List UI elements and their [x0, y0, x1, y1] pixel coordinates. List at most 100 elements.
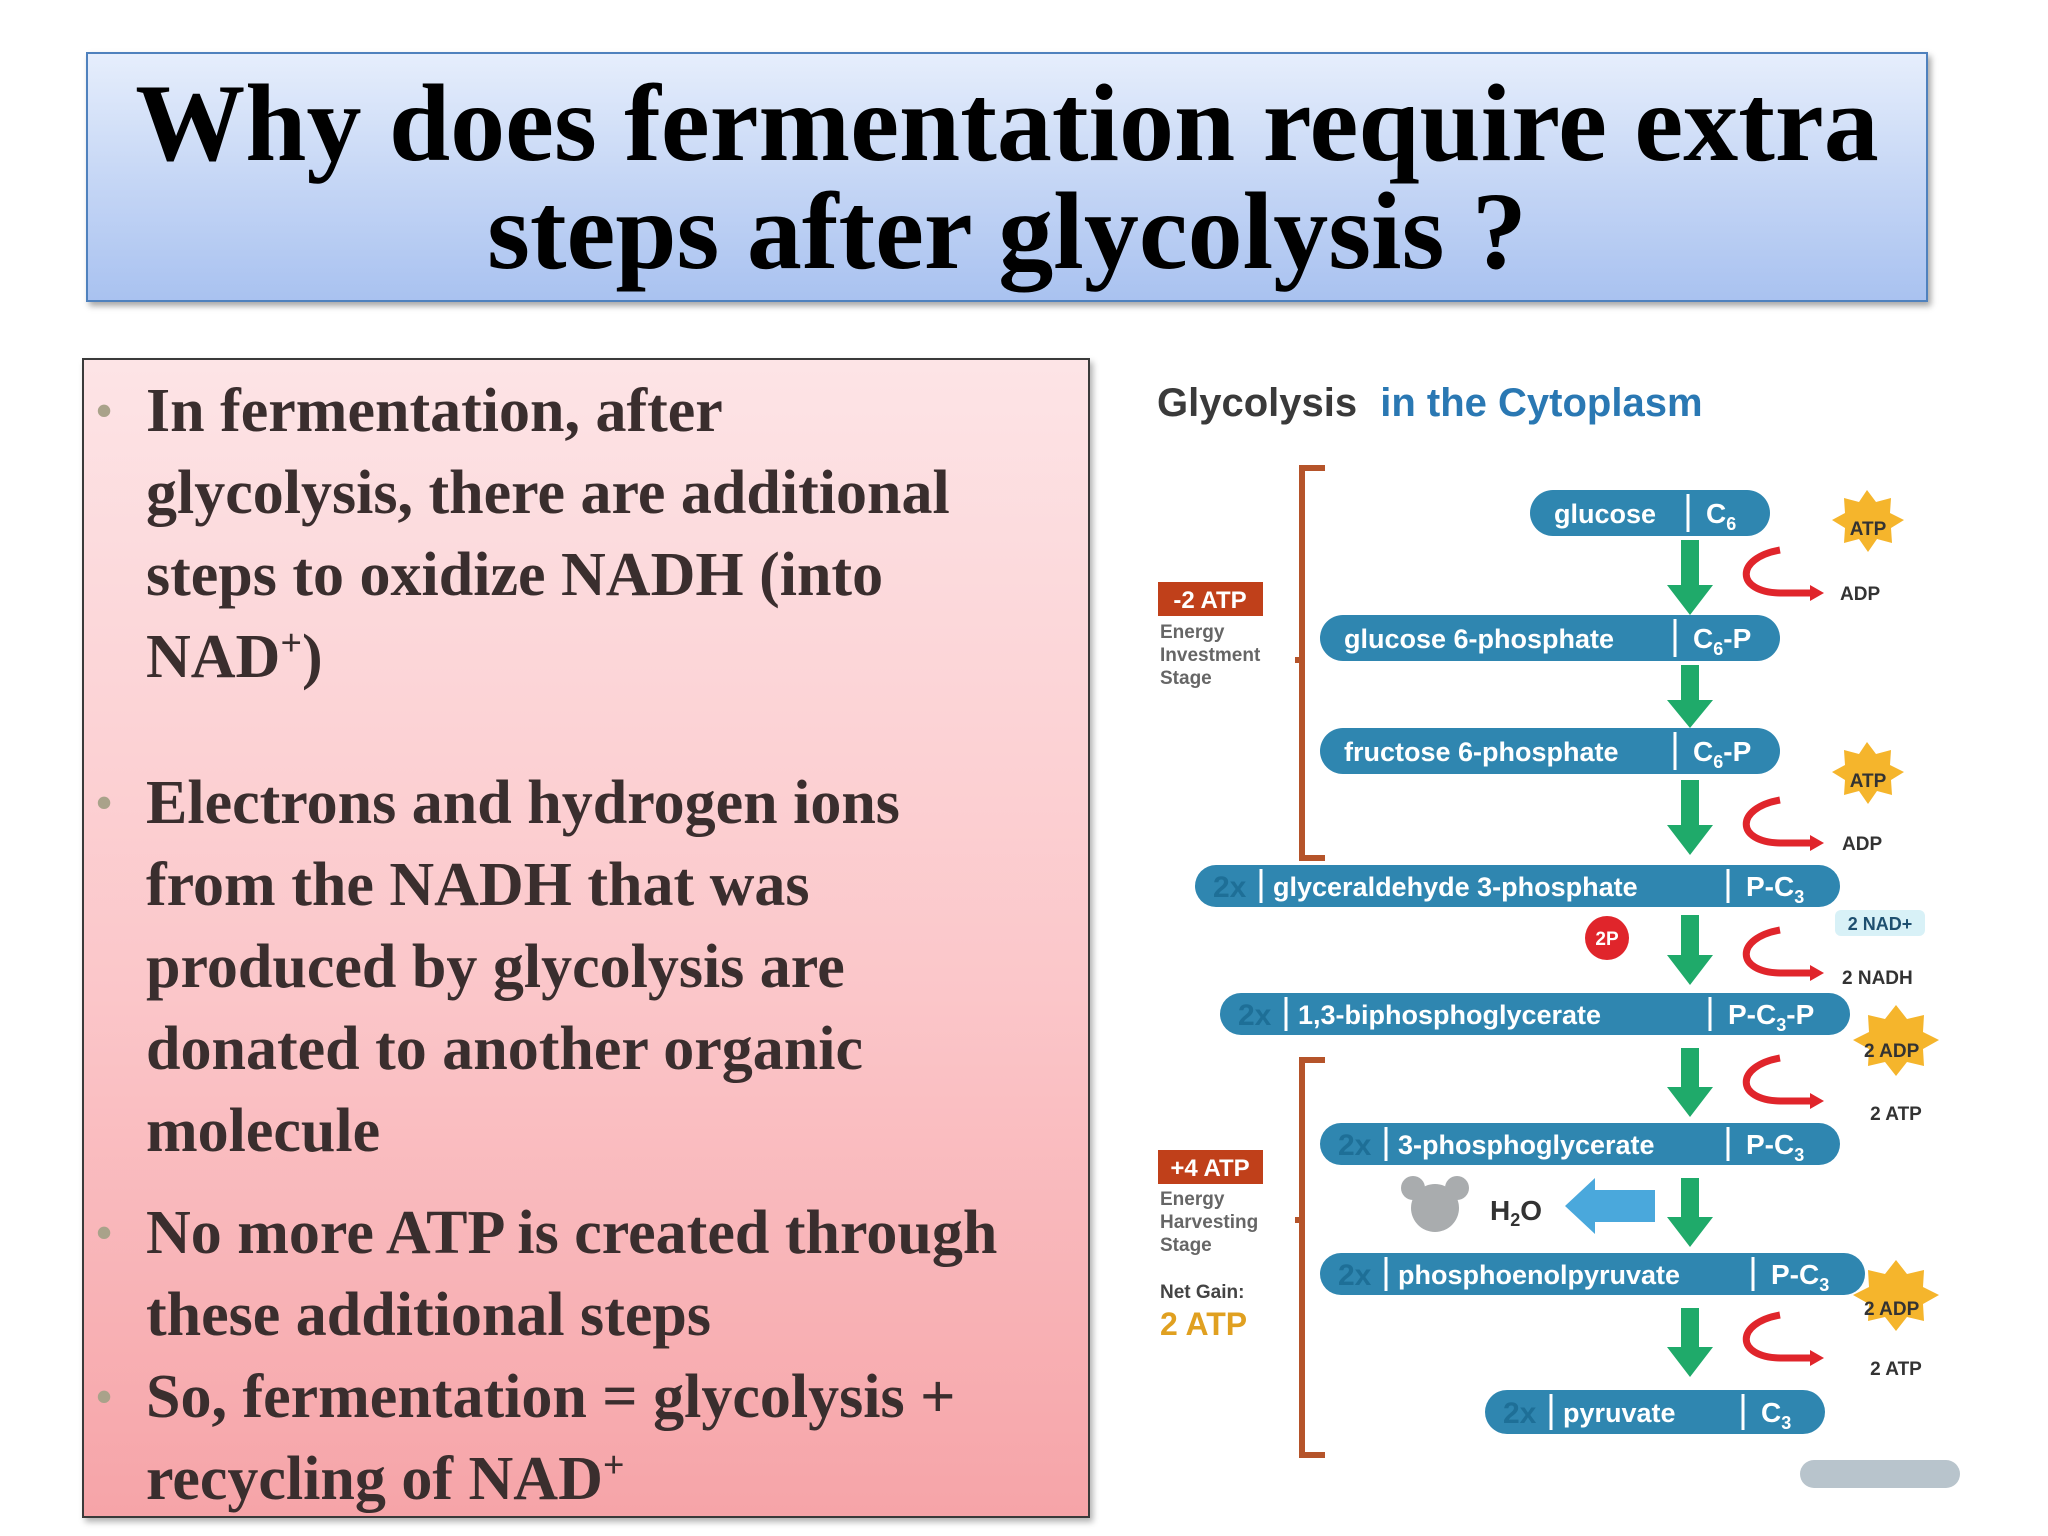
water-label: H2O [1490, 1195, 1542, 1230]
molecule-formula: P-C3 [1746, 871, 1804, 907]
arrowhead-icon [1810, 835, 1824, 851]
bullet-2-line-2: from the NADH that was [146, 851, 810, 919]
atp-starburst-icon [1832, 742, 1904, 804]
molecule-multiplier: 2x [1338, 1129, 1372, 1162]
down-arrow-icon [1667, 540, 1713, 615]
molecule-pill: glucose 6-phosphate C6-P [1320, 615, 1780, 661]
slide-title: Why does fermentation require extra step… [135, 68, 1878, 286]
bullet-4-line-1: So, fermentation = glycolysis + [146, 1363, 956, 1431]
bullet-3-line-2: these additional steps [146, 1281, 711, 1349]
adp-label-3: 2 ADP [1864, 1041, 1920, 1062]
bullet-1-line-4: NAD [146, 623, 281, 691]
molecule-multiplier: 2x [1503, 1397, 1537, 1430]
down-arrow-icon [1667, 1178, 1713, 1247]
molecule-pill-body [1485, 1390, 1825, 1434]
bullet-item-1: • In fermentation, after glycolysis, the… [96, 370, 1066, 698]
bullet-item-2: • Electrons and hydrogen ions from the N… [96, 762, 1066, 1172]
molecule-multiplier: 2x [1238, 999, 1272, 1032]
phosphate-circle-icon [1585, 916, 1629, 960]
left-arrow-icon [1565, 1178, 1655, 1234]
arrowhead-icon [1810, 585, 1824, 601]
formula-subscript: 6 [1726, 514, 1736, 534]
formula-base: C [1693, 736, 1713, 767]
molecule-multiplier: 2x [1213, 871, 1247, 904]
formula-suffix: -P [1786, 999, 1814, 1030]
bullet-1-superscript: + [280, 622, 302, 665]
formula-subscript: 3 [1776, 1015, 1786, 1035]
molecule-pill-body [1195, 865, 1840, 907]
bullet-1-line-1: In fermentation, after [146, 377, 723, 445]
down-arrow-icon [1667, 1048, 1713, 1117]
curved-arrow-icon [1742, 796, 1810, 847]
molecule-formula: P-C3-P [1728, 999, 1814, 1035]
diagram-title: Glycolysis in the Cytoplasm [1157, 381, 1703, 425]
glycolysis-diagram: Glycolysis in the Cytoplasm -2 ATP Energ… [1150, 360, 1960, 1500]
starbursts [1832, 490, 1939, 1331]
molecule-pill: 2x 1,3-biphosphoglycerate P-C3-P [1220, 993, 1850, 1035]
molecule-multiplier: 2x [1338, 1259, 1372, 1292]
harvesting-label-line2: Harvesting [1160, 1212, 1258, 1233]
water-molecule-icon [1401, 1176, 1469, 1232]
bullet-dot-icon: • [96, 385, 113, 436]
molecule-pill-body [1220, 993, 1850, 1035]
recycle-arrows [1742, 546, 1810, 1362]
arrowhead-icon [1810, 965, 1824, 981]
water-label-h: H [1490, 1195, 1510, 1226]
bullet-dot-icon: • [96, 1207, 113, 1258]
adp-label-4: 2 ADP [1864, 1299, 1920, 1320]
formula-subscript: 3 [1819, 1275, 1829, 1295]
harvesting-badge-text: +4 ATP [1170, 1155, 1249, 1182]
nadh-label: 2 NADH [1842, 968, 1913, 989]
bullet-4-line-2: recycling of NAD [146, 1445, 603, 1513]
net-gain-value: 2 ATP [1160, 1306, 1247, 1342]
harvesting-label-line1: Energy [1160, 1189, 1225, 1210]
formula-base: C [1706, 498, 1726, 529]
molecule-formula: P-C3 [1746, 1129, 1804, 1165]
formula-subscript: 6 [1713, 639, 1723, 659]
adp-label-2: ADP [1842, 834, 1882, 855]
formula-base: P-C [1728, 999, 1776, 1030]
pathway-arrows [1667, 540, 1713, 1377]
molecule-formula: C6-P [1693, 736, 1751, 772]
investment-label-line1: Energy [1160, 622, 1225, 643]
molecule-formula: C6-P [1693, 623, 1751, 659]
bullet-1-line-3: steps to oxidize NADH (into [146, 541, 884, 609]
molecule-name: 1,3-biphosphoglycerate [1298, 1000, 1601, 1030]
bullet-2-line-4: donated to another organic [146, 1015, 864, 1083]
nad-label-box [1835, 910, 1925, 936]
arrowhead-icon [1810, 1093, 1824, 1109]
diagram-corner-shadow [1800, 1460, 1960, 1488]
atp-label-4: 2 ATP [1870, 1359, 1922, 1380]
formula-suffix: -P [1723, 623, 1751, 654]
formula-suffix: -P [1723, 736, 1751, 767]
molecule-pill: 2x glyceraldehyde 3-phosphate P-C3 [1195, 865, 1840, 907]
atp-starburst-icon [1832, 490, 1904, 552]
water-label-o: O [1520, 1195, 1542, 1226]
molecule-pill-body [1320, 1123, 1840, 1165]
molecule-name: glucose 6-phosphate [1344, 624, 1614, 654]
formula-subscript: 3 [1794, 887, 1804, 907]
diagram-title-rest: in the Cytoplasm [1380, 381, 1702, 425]
bullet-2-line-1: Electrons and hydrogen ions [146, 769, 900, 837]
bullet-dot-icon: • [96, 1371, 113, 1422]
down-arrow-icon [1667, 665, 1713, 728]
down-arrow-icon [1667, 1308, 1713, 1377]
bullet-1-line-4-end: ) [301, 623, 323, 691]
adp-label-1: ADP [1840, 584, 1880, 605]
bullet-list-box: • In fermentation, after glycolysis, the… [82, 358, 1090, 1518]
molecule-pill-body [1320, 1253, 1865, 1295]
atp-label-3: 2 ATP [1870, 1104, 1922, 1125]
nad-label: 2 NAD+ [1848, 914, 1913, 934]
investment-label-line3: Stage [1160, 668, 1212, 689]
bullet-item-3: • No more ATP is created through these a… [96, 1192, 1066, 1356]
formula-base: P-C [1771, 1259, 1819, 1290]
recycle-arrowheads [1810, 585, 1824, 1366]
curved-arrow-icon [1742, 1054, 1810, 1105]
molecule-name: glyceraldehyde 3-phosphate [1273, 872, 1638, 902]
bullet-2-line-5: molecule [146, 1097, 381, 1165]
investment-label-line2: Investment [1160, 645, 1261, 666]
